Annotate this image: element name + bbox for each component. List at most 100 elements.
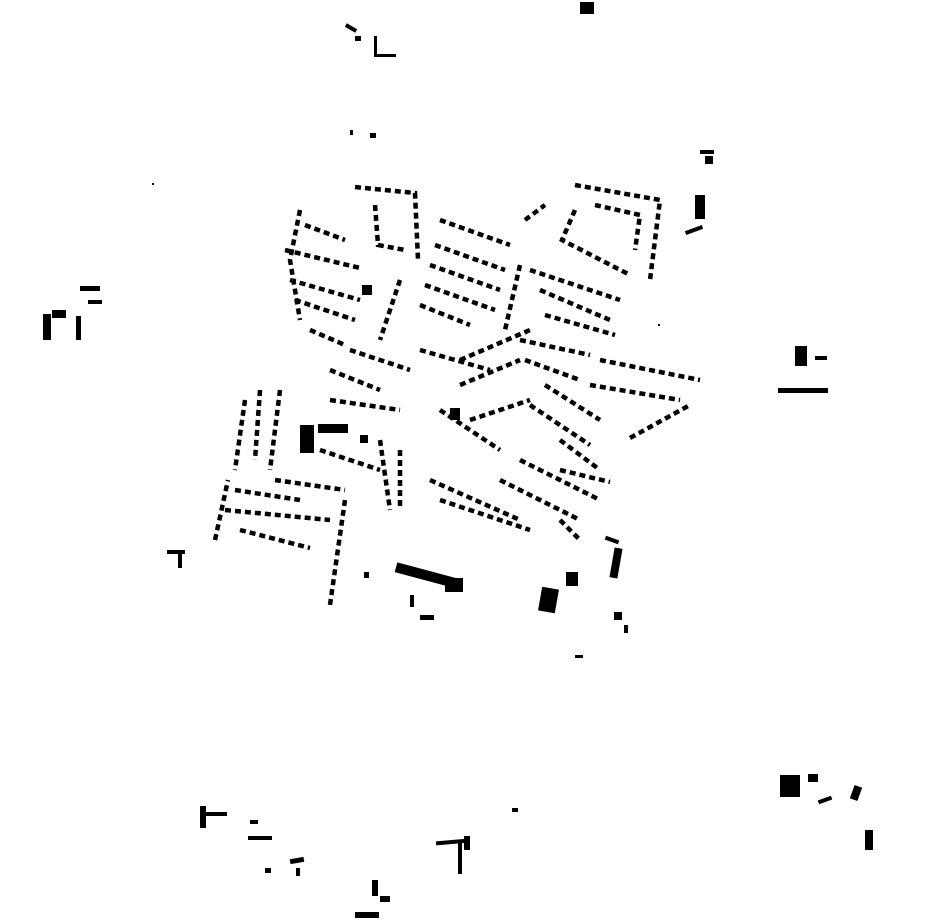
building [445,578,463,592]
building-row [252,389,263,461]
building-row [599,357,701,383]
building [76,316,81,340]
building [265,868,271,873]
building-row [212,479,231,541]
building [360,435,368,443]
building-row [429,477,521,523]
building [152,183,154,185]
building [318,424,348,433]
building-row [354,184,421,261]
building [580,2,594,14]
building [394,562,456,588]
building-row [372,204,406,253]
building [435,838,469,846]
building [370,133,376,138]
building-row [289,277,361,303]
building [795,346,807,366]
building [815,356,827,360]
building [420,615,434,620]
building [778,388,828,393]
building [178,554,182,568]
building [364,572,369,578]
building-row [594,202,643,251]
building-row [349,347,411,373]
building-row [559,209,632,278]
building-row [574,182,663,281]
building [52,310,66,318]
building [614,612,622,620]
building-row [329,397,401,413]
building-row [239,527,311,551]
building-row [232,399,248,471]
building [538,586,559,614]
building [695,195,705,219]
building [808,774,818,782]
building-row [529,267,621,303]
building-row [327,499,348,606]
building-row [518,457,602,503]
building-row [284,247,361,271]
building-row [309,327,346,348]
building [374,54,396,57]
building-row [419,302,471,328]
building [450,408,460,420]
building [410,595,414,607]
building [355,912,379,918]
building [566,572,578,586]
building-row [267,389,283,471]
building-row [424,282,496,313]
building-row [628,403,692,440]
building [250,820,258,824]
building-row [377,439,393,511]
building [300,425,314,453]
building-row [224,507,331,523]
building [604,535,620,545]
building-row [543,383,602,422]
building [458,842,462,874]
building [374,36,377,56]
building [350,130,353,135]
building [700,150,714,154]
building-row [304,222,346,243]
building [609,547,623,579]
building [205,812,227,816]
building-row [528,403,592,447]
building [624,625,628,633]
building [575,655,583,658]
building-row [469,397,531,423]
building [817,795,833,805]
building-row [439,497,531,533]
building-row [234,487,301,503]
building [355,36,361,41]
building-row [523,203,547,222]
building-row [502,264,523,331]
building [684,225,704,235]
building-rows [212,182,701,606]
building-row [294,297,356,323]
building-row [589,382,681,403]
building-row [558,518,582,542]
building-row [319,447,381,473]
buildings [43,2,873,918]
building-row [429,262,501,293]
building-row [498,477,582,523]
building [780,775,800,797]
building-row [459,327,531,363]
building [512,808,518,812]
building-row [329,367,381,393]
building-row [459,357,521,388]
building [167,550,185,554]
building [248,836,272,840]
building-row [274,477,346,493]
building-row [434,242,506,273]
building [380,896,390,902]
building-row [539,287,611,323]
building [658,324,660,326]
building [80,286,100,291]
building [865,830,873,850]
building-row [519,337,591,358]
building [705,156,713,164]
building-row [377,279,403,341]
